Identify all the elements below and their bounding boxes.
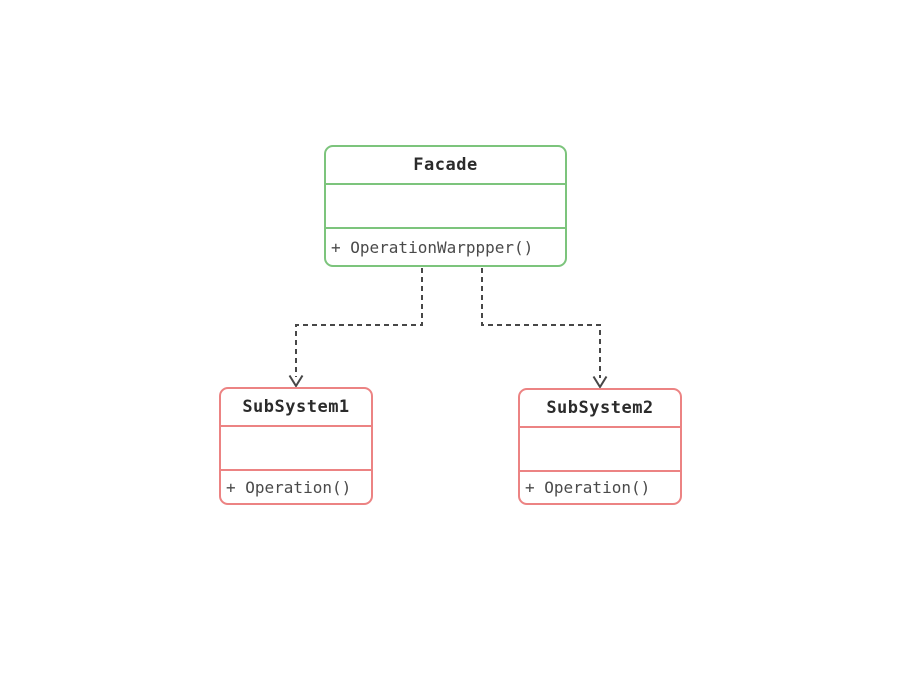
class-subsystem2-name: SubSystem2 (546, 398, 654, 418)
dependency-line (295, 268, 423, 377)
open-arrowhead-icon (592, 375, 608, 389)
class-subsystem1-attributes (221, 425, 371, 469)
class-subsystem1-name: SubSystem1 (242, 397, 350, 417)
class-subsystem2-attributes (520, 426, 680, 470)
open-arrowhead-icon (288, 374, 304, 388)
class-subsystem1[interactable]: SubSystem1 + Operation() (219, 387, 373, 505)
class-facade-methods: + OperationWarppper() (326, 227, 565, 265)
class-subsystem1-methods: + Operation() (221, 469, 371, 503)
class-facade[interactable]: Facade + OperationWarppper() (324, 145, 567, 267)
class-subsystem2[interactable]: SubSystem2 + Operation() (518, 388, 682, 505)
class-facade-name: Facade (413, 155, 478, 175)
class-subsystem2-methods: + Operation() (520, 470, 680, 503)
class-facade-attributes (326, 183, 565, 227)
dependency-line (481, 268, 601, 378)
dashed-arrow-facade-to-subsystem2 (481, 268, 608, 389)
dashed-arrow-facade-to-subsystem1 (288, 268, 423, 388)
